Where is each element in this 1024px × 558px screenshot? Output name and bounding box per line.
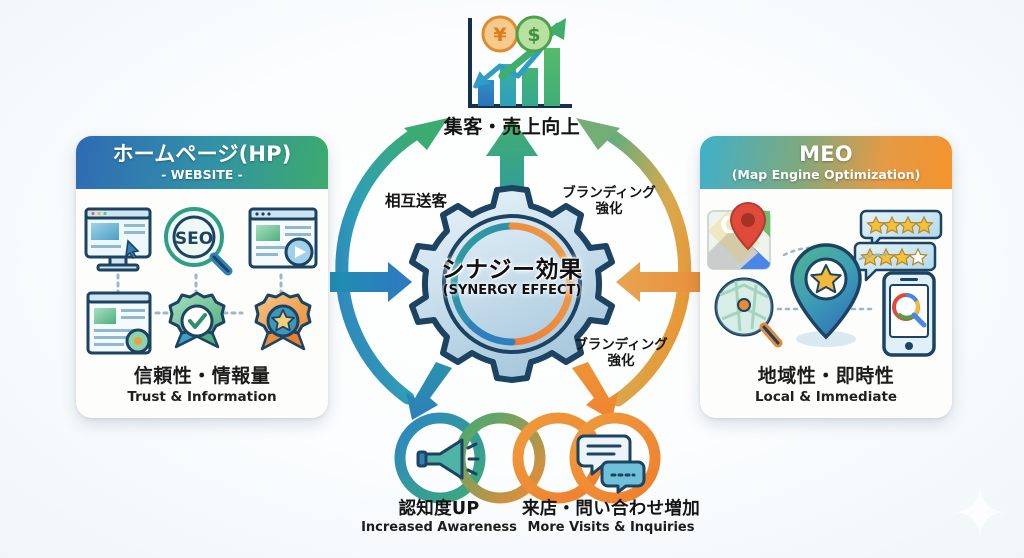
label-branding-upper: ブランディング 強化 bbox=[562, 185, 656, 217]
bottom-outcome-awareness: 認知度UP Increased Awareness bbox=[360, 499, 518, 537]
arrow-center-to-awareness bbox=[406, 362, 452, 420]
megaphone-icon bbox=[416, 438, 480, 480]
card-meo-footer-en: Local & Immediate bbox=[754, 389, 898, 406]
google-map-pin-icon: G bbox=[707, 201, 771, 270]
homepage-icon-grid: SEO bbox=[84, 207, 318, 355]
card-meo-footer: 地域性・即時性 Local & Immediate bbox=[700, 365, 952, 406]
label-branding-lower: ブランディング 強化 bbox=[574, 337, 668, 369]
gear-label-jp: シナジー効果 bbox=[441, 257, 583, 283]
coin-dollar-label: $ bbox=[527, 24, 540, 46]
star-location-pin-icon bbox=[790, 243, 862, 347]
arrow-meo-to-center bbox=[616, 262, 700, 302]
card-meo[interactable]: MEO (Map Engine Optimization) bbox=[700, 136, 952, 418]
desktop-website-icon bbox=[84, 207, 152, 272]
map-magnifier-icon bbox=[714, 277, 783, 348]
card-homepage-header: ホームページ(HP) - WEBSITE - bbox=[76, 136, 328, 189]
bottom-outcome-visits-jp: 来店・問い合わせ増加 bbox=[522, 499, 700, 519]
smartphone-search-icon bbox=[882, 271, 936, 357]
card-homepage[interactable]: ホームページ(HP) - WEBSITE - bbox=[76, 136, 328, 418]
card-meo-footer-jp: 地域性・即時性 bbox=[757, 365, 895, 388]
coin-yen-label: ¥ bbox=[493, 24, 506, 46]
top-outcome-label: 集客・売上向上 bbox=[443, 116, 581, 138]
review-stars-bubble-icon bbox=[853, 209, 943, 282]
bottom-outcome-visits: 来店・問い合わせ増加 More Visits & Inquiries bbox=[516, 499, 706, 537]
card-homepage-body: SEO bbox=[76, 189, 328, 418]
bottom-outcome-visits-en: More Visits & Inquiries bbox=[527, 520, 695, 536]
growth-bar-chart-icon: ¥ $ bbox=[468, 15, 572, 108]
label-mutual-referral: 相互送客 bbox=[384, 192, 447, 210]
article-page-icon bbox=[86, 291, 152, 355]
card-homepage-footer: 信頼性・情報量 Trust & Information bbox=[76, 365, 328, 406]
card-homepage-footer-jp: 信頼性・情報量 bbox=[133, 365, 271, 388]
bottom-outcome-awareness-jp: 認知度UP bbox=[398, 499, 480, 519]
card-homepage-footer-en: Trust & Information bbox=[127, 389, 277, 406]
card-homepage-subtitle: - WEBSITE - bbox=[161, 166, 243, 182]
card-homepage-title: ホームページ(HP) bbox=[112, 142, 292, 167]
arrow-center-to-visits bbox=[572, 362, 618, 420]
seo-label: SEO bbox=[175, 229, 213, 249]
seo-magnifier-icon: SEO bbox=[164, 207, 233, 276]
circulation-arc-left bbox=[335, 118, 448, 405]
check-badge-icon bbox=[168, 291, 226, 349]
card-meo-header: MEO (Map Engine Optimization) bbox=[700, 136, 952, 189]
sparkle-icon bbox=[955, 487, 1005, 537]
card-meo-body: G bbox=[700, 189, 952, 418]
video-page-icon bbox=[248, 207, 318, 269]
card-meo-subtitle: (Map Engine Optimization) bbox=[731, 166, 921, 182]
gear-label-en: (SYNERGY EFFECT) bbox=[442, 283, 582, 299]
star-award-icon bbox=[254, 291, 312, 351]
arrow-hp-to-center bbox=[330, 262, 412, 302]
card-meo-title: MEO bbox=[799, 142, 853, 167]
meo-icon-grid: G bbox=[707, 201, 943, 357]
interlocking-rings bbox=[394, 412, 661, 504]
bottom-outcome-awareness-en: Increased Awareness bbox=[361, 520, 517, 536]
chat-bubbles-icon bbox=[576, 434, 646, 494]
gear-label-group: シナジー効果 (SYNERGY EFFECT) bbox=[422, 258, 602, 298]
